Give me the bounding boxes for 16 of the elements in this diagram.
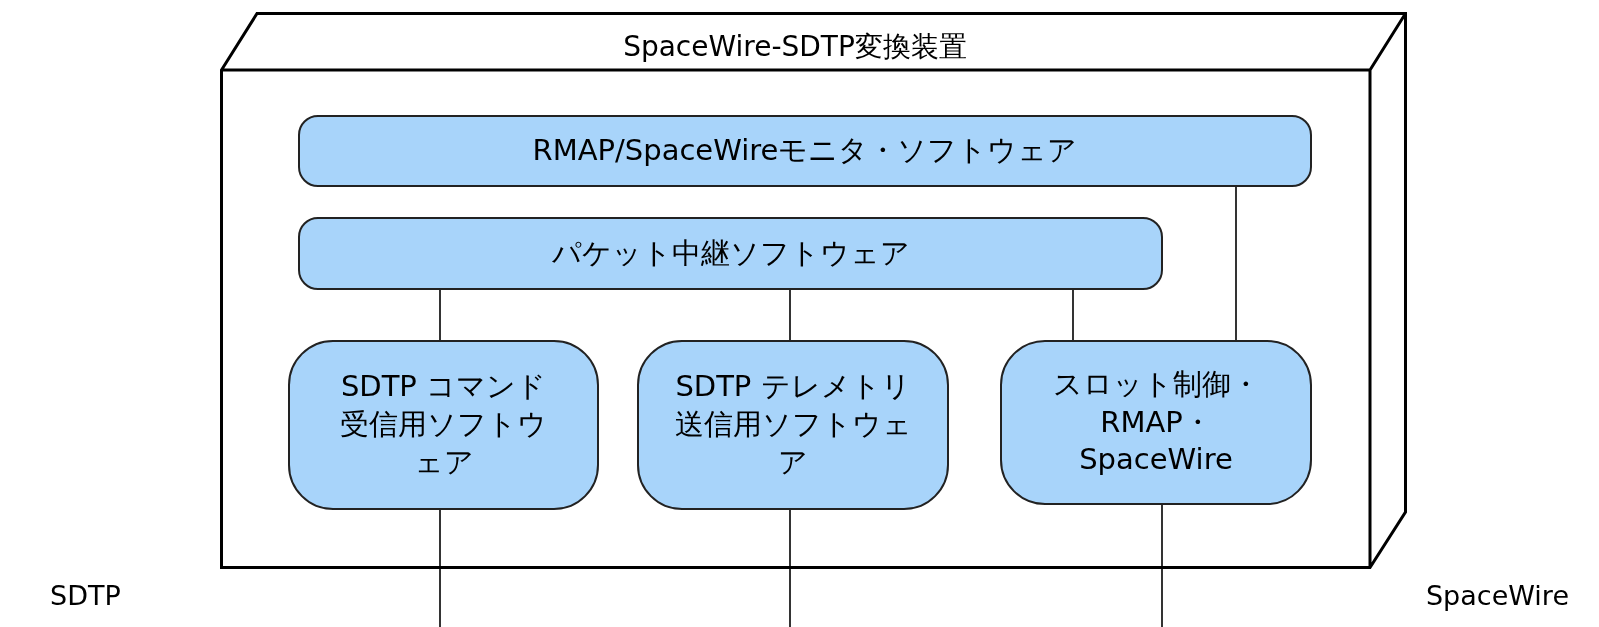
connector-line (789, 509, 791, 627)
software-box: パケット中継ソフトウェア (298, 217, 1163, 290)
connector-line (1235, 186, 1237, 341)
software-box: スロット制御・ RMAP・ SpaceWire (1000, 340, 1312, 505)
connector-line (789, 289, 791, 341)
software-box: SDTP コマンド受信用ソフトウェア (288, 340, 599, 510)
device-box (220, 12, 1407, 569)
software-box: RMAP/SpaceWireモニタ・ソフトウェア (298, 115, 1312, 187)
connector-line (1072, 289, 1074, 341)
software-box: SDTP テレメトリ送信用ソフトウェア (637, 340, 949, 510)
interface-label: SpaceWire (1426, 580, 1569, 611)
connector-line (439, 289, 441, 341)
device-title: SpaceWire-SDTP変換装置 (622, 29, 968, 65)
interface-label: SDTP (50, 580, 121, 611)
connector-line (439, 509, 441, 627)
connector-line (1161, 504, 1163, 627)
